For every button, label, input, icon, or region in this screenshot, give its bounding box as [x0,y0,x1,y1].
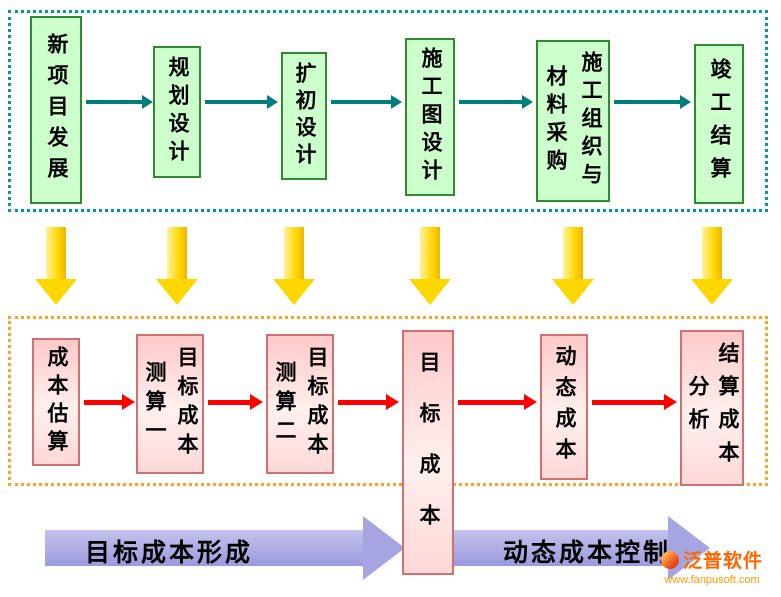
target-cost-phase-arrow-head-icon [363,516,405,580]
stage-box-completion-settlement: 竣工结算 [694,44,744,204]
down-arrow-icon [35,227,77,305]
down-arrow-icon [552,227,594,305]
dynamic-cost-phase-arrow [430,530,668,566]
cost-box-dynamic-cost: 动态成本 [540,334,588,480]
stage-box-planning-design: 规划设计 [153,46,201,178]
stage-box-new-project: 新项目发展 [30,16,82,204]
stage-box-organization-procurement: 施工组织与材料采购 [536,40,610,202]
watermark-url: www.fanpusoft.com [664,574,760,586]
cost-phase-container [8,316,768,486]
watermark: 泛普软件 www.fanpusoft.com [645,546,779,586]
cost-box-settlement-analysis: 结算成本分析 [680,330,744,486]
target-cost-formation-label: 目标成本形成 [85,539,254,567]
flow-arrow-icon [86,95,153,109]
flow-arrow-icon [458,394,537,410]
flow-arrow-icon [459,95,533,109]
watermark-brand: 泛普软件 [682,551,763,572]
down-arrow-icon [273,227,315,305]
flow-arrow-icon [338,394,399,410]
cost-box-target-calc-2: 目标成本测算二 [266,334,334,474]
stage-box-construction-drawing: 施工图设计 [405,38,455,196]
down-arrow-icon [409,227,451,305]
down-arrow-icon [691,227,733,305]
cost-box-estimation: 成本估算 [32,338,80,466]
target-cost-phase-arrow [45,530,363,566]
flow-arrow-icon [614,95,691,109]
cost-box-target-cost: 目标成本 [402,330,454,575]
flow-arrow-icon [84,394,135,410]
flow-arrow-icon [592,394,677,410]
cost-box-target-calc-1: 目标成本测算一 [136,334,204,474]
down-arrow-icon [156,227,198,305]
dynamic-cost-phase-arrow-head-icon [668,516,710,580]
stage-box-preliminary-design: 扩初设计 [281,52,327,180]
flow-arrow-icon [208,394,263,410]
dynamic-cost-control-label: 动态成本控制 [503,539,672,567]
flow-arrow-icon [331,95,402,109]
flow-arrow-icon [205,95,278,109]
fanpu-logo-icon [660,550,679,569]
design-phase-container [8,10,768,212]
